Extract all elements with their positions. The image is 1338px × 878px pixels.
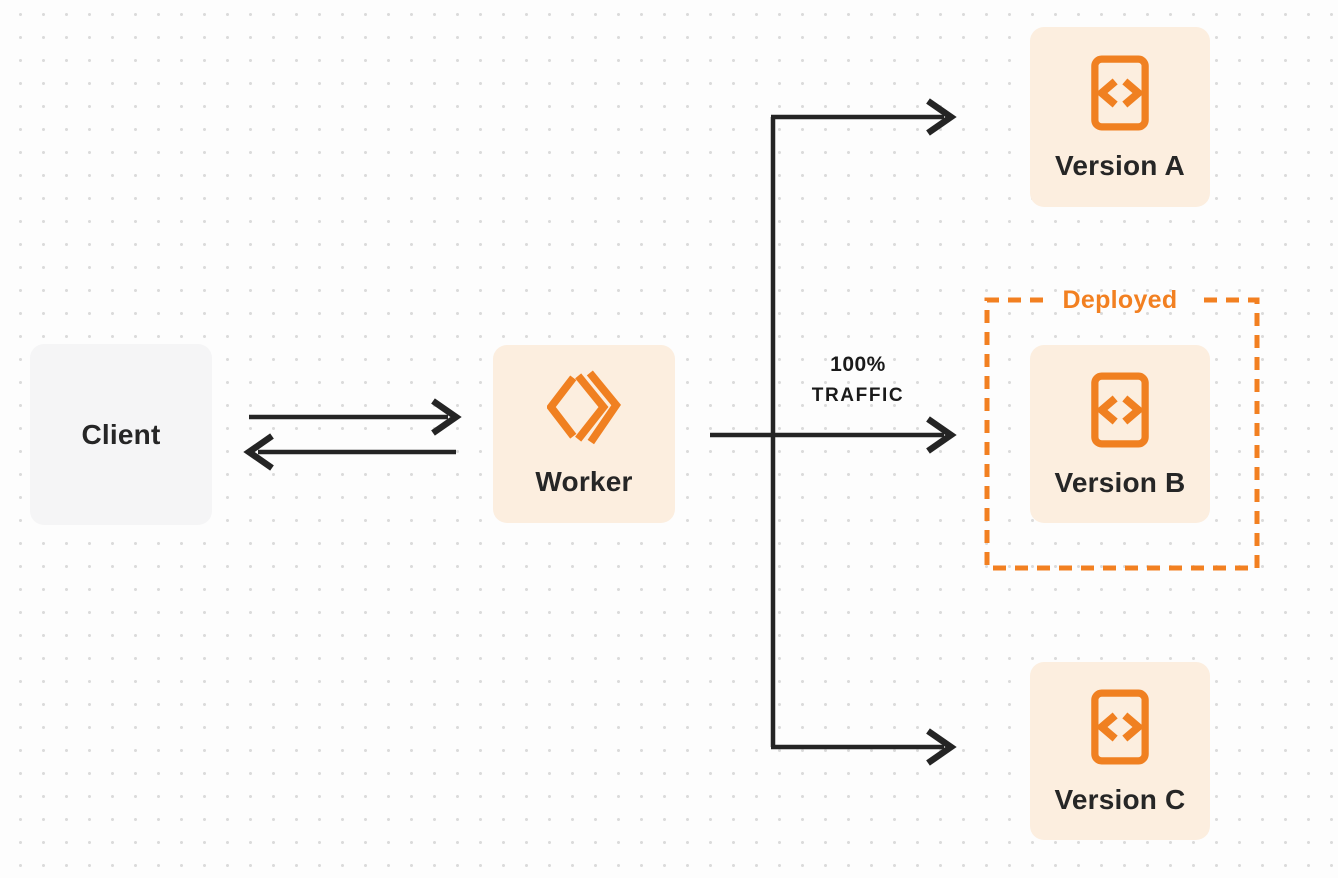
- arrow-client-to-worker: [249, 398, 462, 436]
- traffic-word-text: TRAFFIC: [811, 385, 905, 406]
- version-a-label: Version A: [1055, 149, 1185, 181]
- workers-logo-icon: [545, 369, 621, 452]
- code-file-icon: [1091, 55, 1149, 136]
- version-c-label: Version C: [1054, 783, 1186, 815]
- branch-bus: [710, 98, 957, 766]
- version-c-node: Version C: [1030, 662, 1210, 840]
- worker-label: Worker: [535, 465, 633, 497]
- version-b-node: Version B: [1030, 345, 1210, 523]
- code-file-icon: [1091, 689, 1149, 770]
- client-label: Client: [81, 418, 161, 450]
- client-node: Client: [30, 344, 212, 525]
- code-file-icon: [1091, 372, 1149, 453]
- deployed-badge: Deployed: [1062, 286, 1178, 314]
- version-b-label: Version B: [1054, 466, 1186, 498]
- traffic-annotation: 100% TRAFFIC: [812, 350, 904, 412]
- arrow-worker-to-client: [243, 433, 456, 471]
- worker-node: Worker: [493, 345, 675, 523]
- version-a-node: Version A: [1030, 27, 1210, 207]
- traffic-percent-text: 100%: [830, 353, 886, 376]
